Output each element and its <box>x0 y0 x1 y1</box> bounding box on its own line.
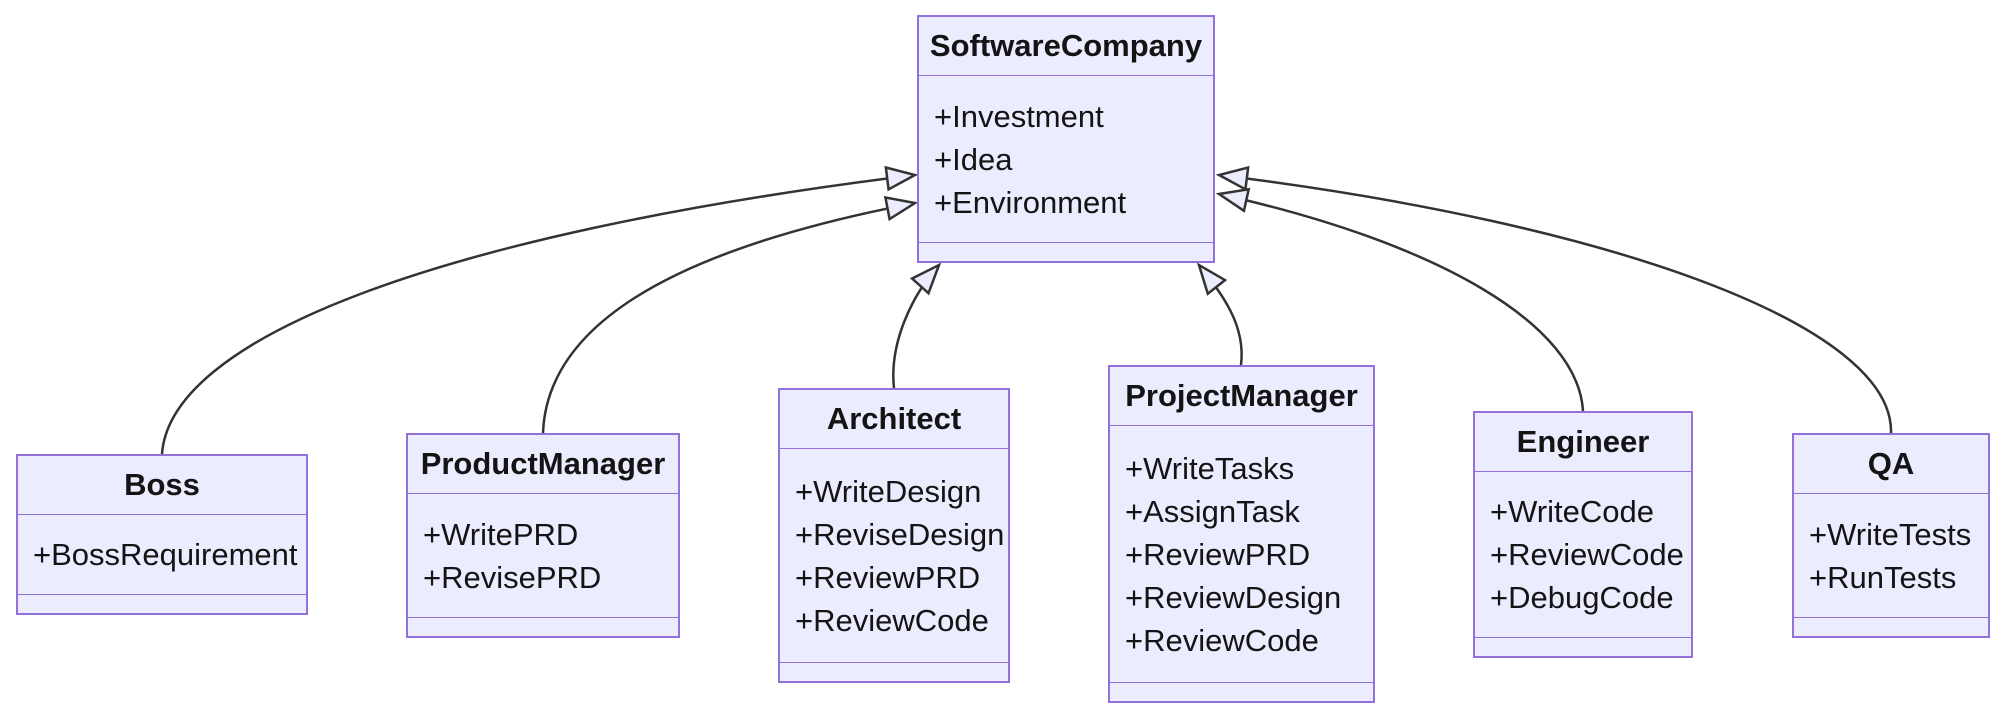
class-methods-empty <box>408 618 678 636</box>
class-title: Architect <box>780 390 1008 449</box>
class-attribute: +ReviewPRD <box>795 559 981 595</box>
class-attribute: +ReviseDesign <box>795 516 1005 552</box>
class-attribute: +WriteCode <box>1490 494 1654 529</box>
class-methods-empty <box>18 595 306 613</box>
class-title: QA <box>1794 435 1988 494</box>
class-attribute: +Investment <box>934 98 1104 134</box>
class-attribute: +WriteTasks <box>1125 450 1295 486</box>
class-attributes: +WriteCode +ReviewCode +DebugCode <box>1475 472 1691 638</box>
inheritance-edge-engineer <box>1215 187 1585 412</box>
class-methods-empty <box>919 243 1213 261</box>
inheritance-edge-product-manager <box>541 195 919 434</box>
class-attribute: +WritePRD <box>423 516 579 552</box>
class-attribute: +BossRequirement <box>33 537 298 572</box>
class-software-company: SoftwareCompany +Investment +Idea +Envir… <box>917 15 1215 263</box>
class-boss: Boss +BossRequirement <box>16 454 308 615</box>
class-attribute: +Environment <box>934 184 1127 220</box>
class-attribute: +AssignTask <box>1125 493 1300 529</box>
class-architect: Architect +WriteDesign +ReviseDesign +Re… <box>778 388 1010 683</box>
class-title: ProductManager <box>408 435 678 494</box>
class-attributes: +WriteDesign +ReviseDesign +ReviewPRD +R… <box>780 449 1008 663</box>
class-engineer: Engineer +WriteCode +ReviewCode +DebugCo… <box>1473 411 1693 658</box>
class-title: Boss <box>18 456 306 515</box>
class-attributes: +WriteTasks +AssignTask +ReviewPRD +Revi… <box>1110 426 1373 683</box>
inheritance-edge-architect <box>892 262 942 389</box>
class-methods-empty <box>1475 638 1691 656</box>
class-attribute: +ReviewCode <box>1125 622 1319 658</box>
class-attribute: +ReviewCode <box>1490 537 1684 572</box>
class-methods-empty <box>1794 618 1988 636</box>
class-qa: QA +WriteTests +RunTests <box>1792 433 1990 638</box>
class-methods-empty <box>780 663 1008 681</box>
class-attribute: +ReviewDesign <box>1125 579 1342 615</box>
class-attributes: +WritePRD +RevisePRD <box>408 494 678 618</box>
class-title: SoftwareCompany <box>919 17 1213 76</box>
class-attribute: +WriteDesign <box>795 473 982 509</box>
class-attribute: +RunTests <box>1809 559 1957 595</box>
class-project-manager: ProjectManager +WriteTasks +AssignTask +… <box>1108 365 1375 703</box>
class-attribute: +DebugCode <box>1490 580 1674 615</box>
class-attribute: +ReviewPRD <box>1125 536 1311 572</box>
class-product-manager: ProductManager +WritePRD +RevisePRD <box>406 433 680 638</box>
class-title: ProjectManager <box>1110 367 1373 426</box>
class-attributes: +Investment +Idea +Environment <box>919 76 1213 243</box>
inheritance-edge-qa <box>1215 165 1893 434</box>
class-attribute: +RevisePRD <box>423 559 602 595</box>
class-attribute: +WriteTests <box>1809 516 1972 552</box>
class-attributes: +BossRequirement <box>18 515 306 595</box>
inheritance-edge-boss <box>160 165 919 455</box>
inheritance-edge-project-manager <box>1196 262 1243 366</box>
class-attributes: +WriteTests +RunTests <box>1794 494 1988 618</box>
class-title: Engineer <box>1475 413 1691 472</box>
class-attribute: +Idea <box>934 141 1013 177</box>
class-attribute: +ReviewCode <box>795 602 989 638</box>
class-methods-empty <box>1110 683 1373 701</box>
